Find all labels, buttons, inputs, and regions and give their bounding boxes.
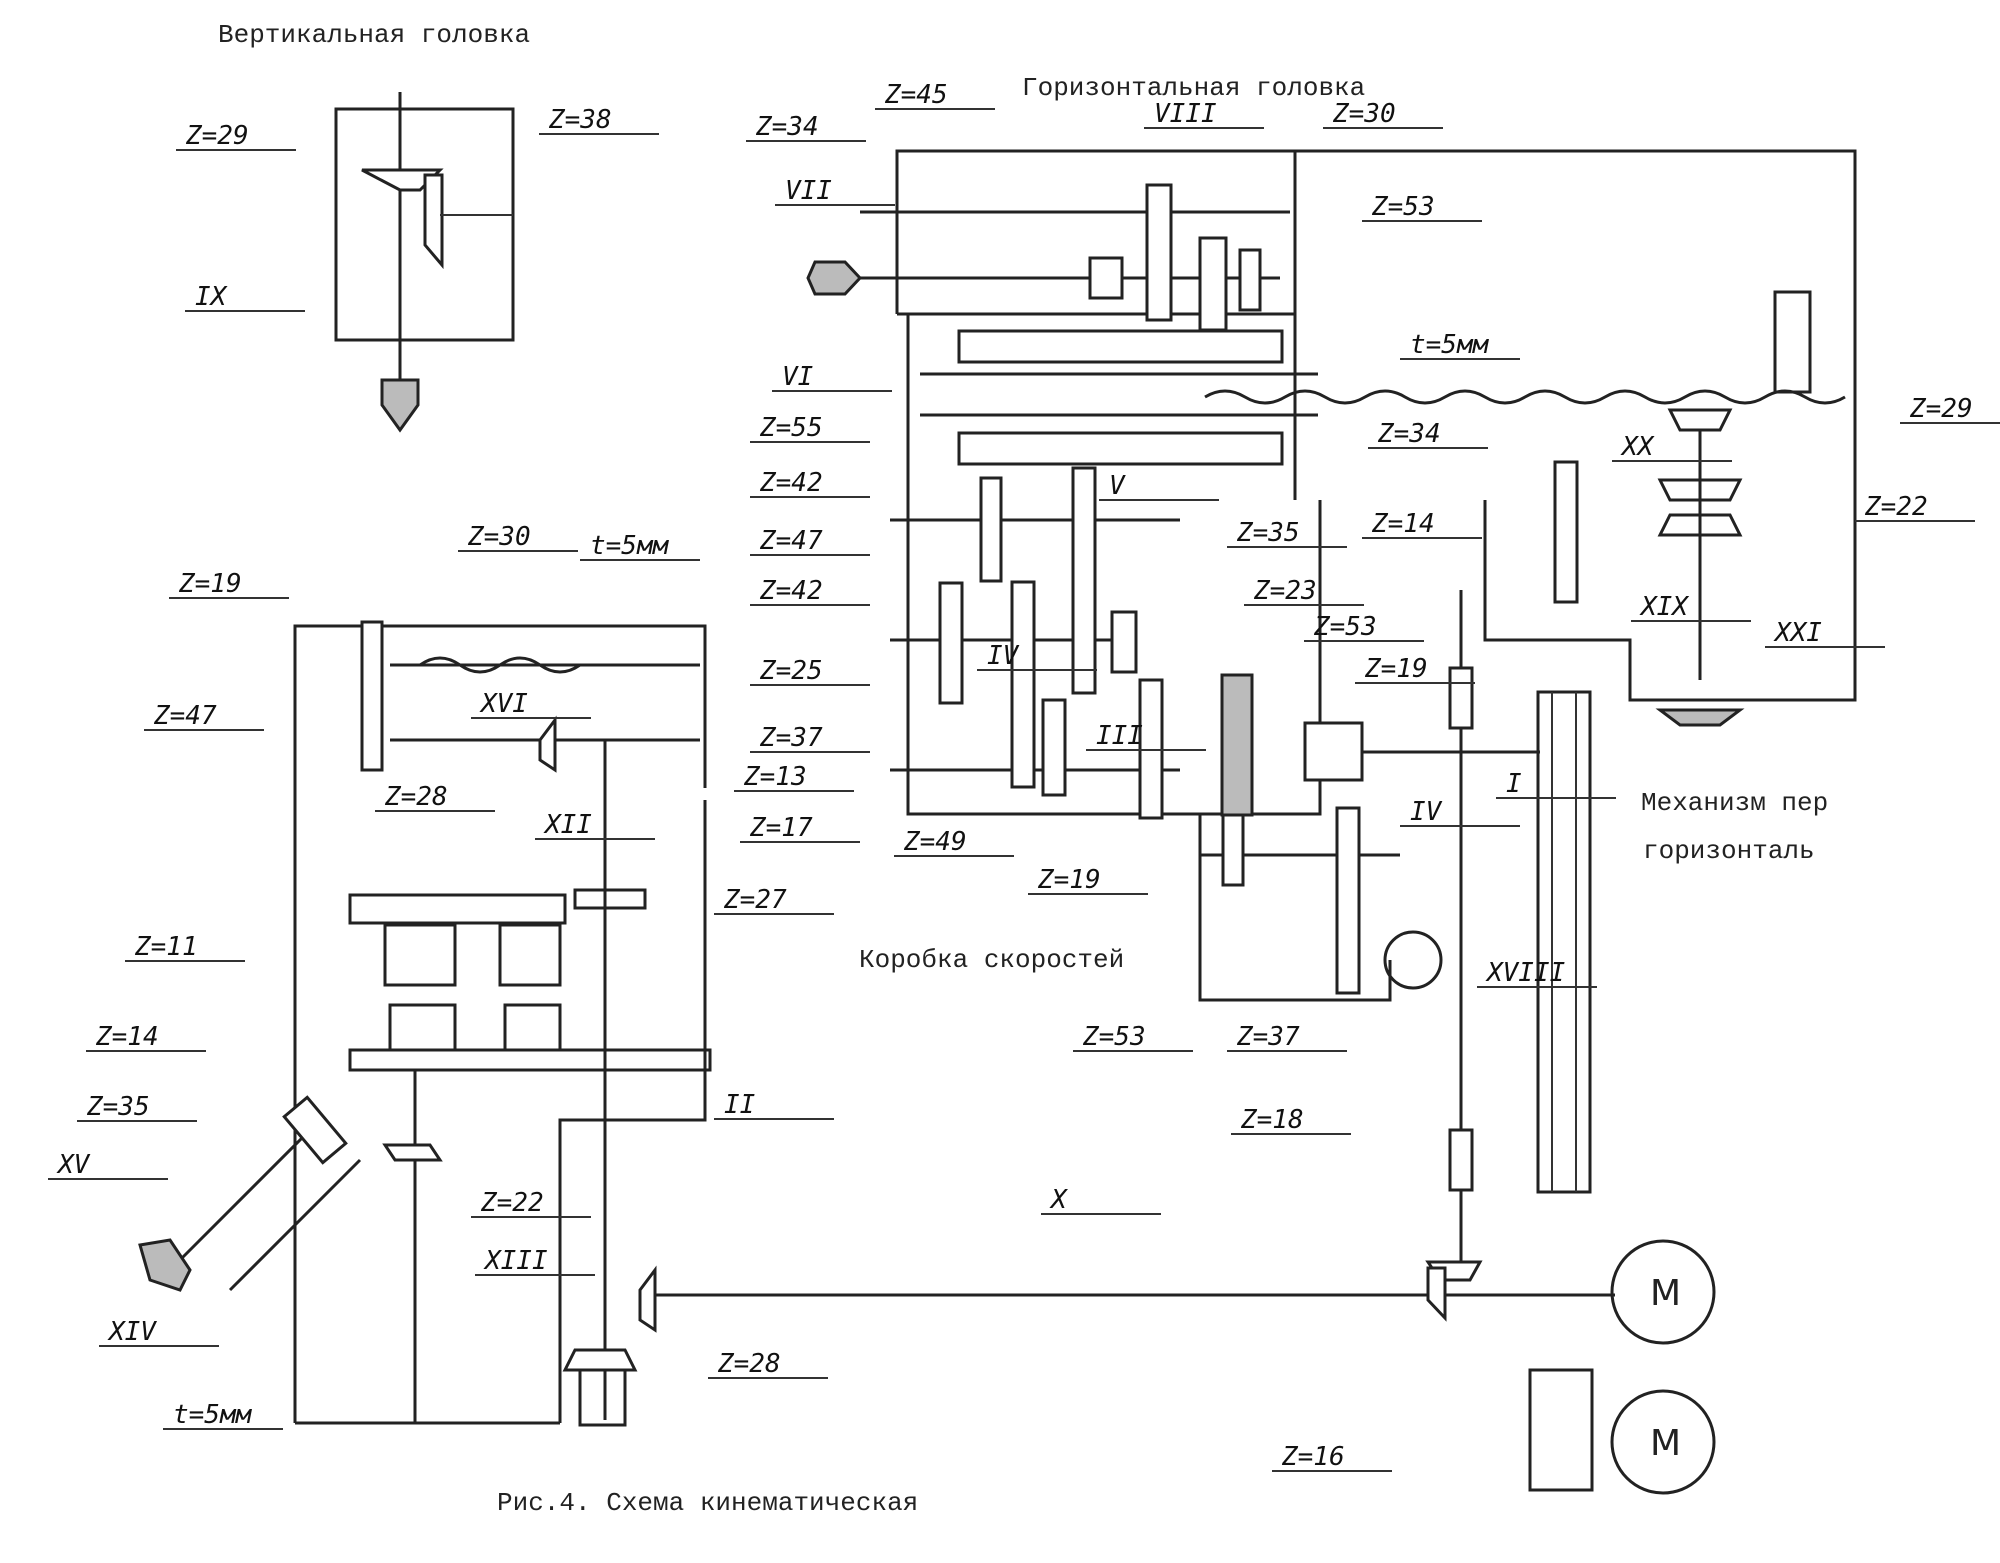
gear-label: Z=22: [480, 1188, 544, 1218]
gear-label: Z=13: [743, 762, 807, 792]
gear-label: Z=53: [1371, 192, 1435, 222]
gear-label: XIII: [483, 1246, 548, 1276]
gear-label: Z=25: [759, 656, 823, 686]
gear-label: Z=28: [384, 782, 448, 812]
gear-label: Z=45: [884, 80, 948, 110]
gear-label: Z=18: [1240, 1105, 1304, 1135]
gear-label: IV: [1410, 797, 1443, 827]
gear-label: XVIII: [1485, 958, 1565, 988]
gear-label: Z=42: [759, 576, 823, 606]
gear-label: V: [1109, 471, 1126, 501]
motor-2-label: M: [1650, 1423, 1681, 1464]
gear-label: Z=14: [95, 1022, 159, 1052]
vertical-head: [334, 92, 515, 433]
gear-label: Z=47: [759, 526, 823, 556]
gear-label: II: [724, 1090, 755, 1120]
gear-label: VI: [782, 362, 813, 392]
gear-label: I: [1506, 769, 1522, 799]
gear-label: t=5мм: [590, 531, 670, 561]
vertical-head-title: Вертикальная головка: [218, 20, 530, 50]
gear-label: Z=14: [1371, 509, 1435, 539]
gear-label: IX: [195, 282, 228, 312]
gear-label: Z=19: [178, 569, 242, 599]
gear-label: Z=55: [759, 413, 823, 443]
gear-label: XX: [1620, 432, 1655, 462]
gear-label: Z=37: [1236, 1022, 1300, 1052]
gear-label: Z=11: [134, 932, 198, 962]
gearbox: [890, 314, 1846, 1002]
horizontal-head: [806, 149, 1857, 500]
cutter-icon: [806, 260, 863, 296]
feed-mechanism-title-1: Механизм пер: [1641, 788, 1828, 818]
gear-label: III: [1096, 721, 1143, 751]
gear-label: Z=23: [1253, 576, 1317, 606]
gear-label: XIX: [1639, 592, 1689, 622]
gear-label: XXI: [1773, 618, 1822, 648]
gear-label: t=5мм: [1410, 330, 1490, 360]
gear-label: t=5мм: [173, 1400, 253, 1430]
gear-label: Z=35: [86, 1092, 150, 1122]
gear-label: Z=42: [759, 468, 823, 498]
gear-label: XIV: [107, 1317, 157, 1347]
gear-label: Z=27: [723, 885, 787, 915]
gear-label: Z=47: [153, 701, 217, 731]
drive: M M: [654, 590, 1716, 1495]
gear-label: X: [1049, 1185, 1068, 1215]
gear-label: XII: [543, 810, 592, 840]
gear-label: Z=53: [1313, 612, 1377, 642]
gear-label: VIII: [1154, 99, 1217, 129]
gear-label: Z=30: [467, 522, 531, 552]
gear-label: Z=34: [755, 112, 819, 142]
gear-label: Z=38: [548, 105, 612, 135]
gear-label: IV: [987, 641, 1020, 671]
gear-label: VII: [785, 176, 832, 206]
feed-box-left: [138, 620, 712, 1427]
gear-label: Z=34: [1377, 419, 1441, 449]
feed-mechanism-title-2: горизонталь: [1643, 836, 1815, 866]
gear-label: Z=17: [749, 813, 813, 843]
gear-label: XVI: [479, 689, 528, 719]
gear-label: Z=19: [1037, 865, 1101, 895]
motor-1-label: M: [1650, 1273, 1681, 1314]
gear-label: Z=28: [717, 1349, 781, 1379]
horizontal-head-title: Горизонтальная головка: [1022, 73, 1365, 103]
gear-label: Z=16: [1281, 1442, 1345, 1472]
feed-mechanism: [1483, 395, 1857, 727]
gear-label: Z=30: [1332, 99, 1396, 129]
gear-label: Z=29: [185, 121, 249, 151]
gear-label: Z=22: [1864, 492, 1928, 522]
handwheel-icon: [138, 1238, 192, 1292]
gearbox-title: Коробка скоростей: [859, 945, 1124, 975]
cutter-icon: [380, 378, 420, 433]
gear-label: XV: [56, 1150, 91, 1180]
motor-2: [1610, 1389, 1716, 1495]
gear-label: Z=53: [1082, 1022, 1146, 1052]
gear-label: Z=49: [903, 827, 967, 857]
gear-label: Z=19: [1364, 654, 1428, 684]
figure-caption: Рис.4. Схема кинематическая: [497, 1488, 918, 1518]
gear-label: Z=37: [759, 723, 823, 753]
gear-label: Z=35: [1236, 518, 1300, 548]
gear-label: Z=29: [1909, 394, 1973, 424]
motor-1: [1610, 1239, 1716, 1345]
